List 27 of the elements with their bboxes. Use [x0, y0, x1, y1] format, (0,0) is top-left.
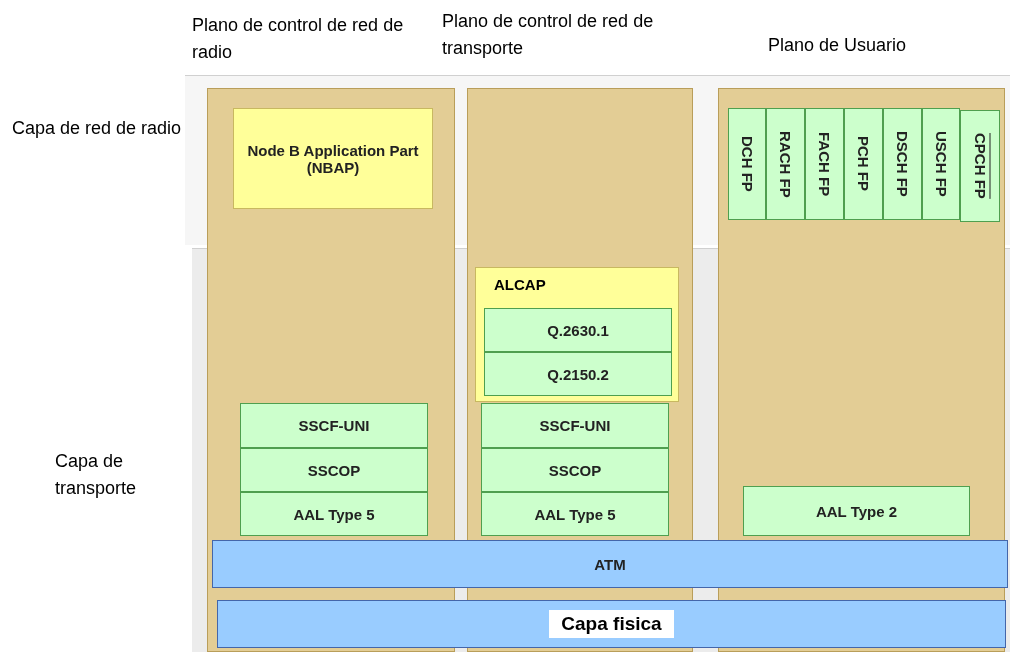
column-heading: Plano de control de red de transporte: [442, 10, 655, 60]
protocol-group: [475, 267, 679, 402]
protocol-box: RACH FP: [766, 108, 805, 220]
row-heading: Capa de red de radio: [12, 117, 182, 140]
protocol-box: Q.2150.2: [484, 352, 672, 396]
protocol-box: SSCF-UNI: [240, 403, 428, 448]
protocol-box: AAL Type 5: [481, 492, 669, 536]
column-heading: Plano de Usuario: [768, 34, 908, 57]
protocol-box: SSCF-UNI: [481, 403, 669, 448]
protocol-box: Q.2630.1: [484, 308, 672, 352]
row-heading: Capa de transporte: [55, 450, 138, 500]
layer-bar: [217, 600, 1006, 648]
protocol-box: PCH FP: [844, 108, 883, 220]
protocol-box: FACH FP: [805, 108, 844, 220]
protocol-box: AAL Type 2: [743, 486, 970, 536]
protocol-box: DSCH FP: [883, 108, 922, 220]
layer-bar: ATM: [212, 540, 1008, 588]
group-heading: ALCAP: [494, 276, 546, 293]
protocol-box: CPCH FP: [960, 110, 1000, 222]
protocol-box: Node B Application Part (NBAP): [233, 108, 433, 209]
column-heading: Plano de control de red de radio: [192, 14, 405, 64]
protocol-box: SSCOP: [240, 448, 428, 492]
protocol-box: DCH FP: [728, 108, 766, 220]
layer-label: Capa fisica: [549, 610, 674, 638]
protocol-box: SSCOP: [481, 448, 669, 492]
protocol-box: AAL Type 5: [240, 492, 428, 536]
protocol-box: USCH FP: [922, 108, 960, 220]
